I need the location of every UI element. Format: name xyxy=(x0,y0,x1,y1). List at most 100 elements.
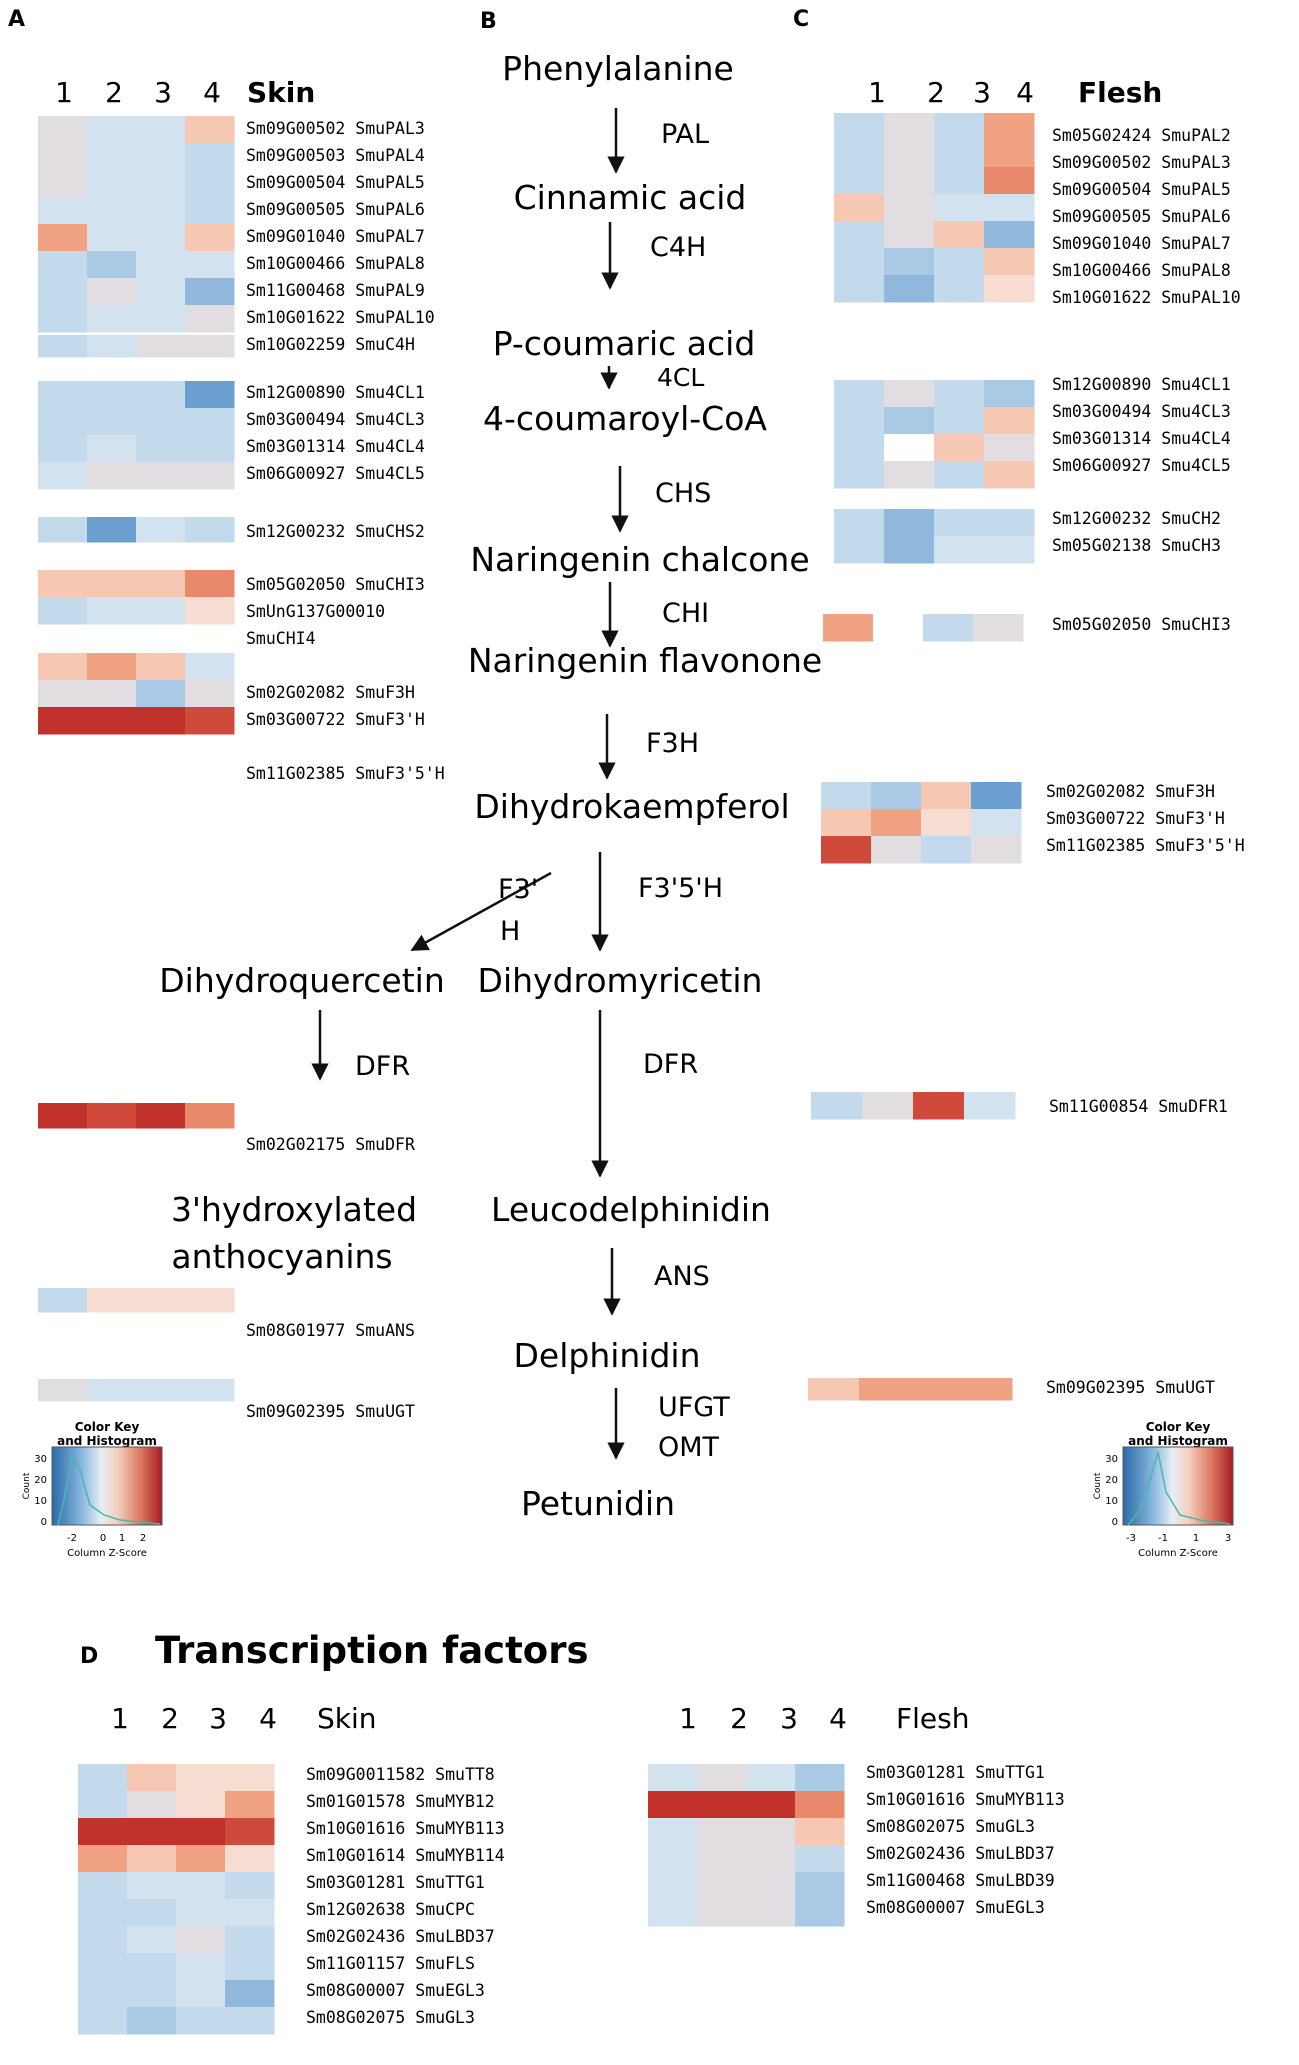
heatmap-cell xyxy=(884,167,935,195)
heatmap-cell xyxy=(38,1103,88,1129)
heatmap-cell xyxy=(185,170,235,198)
heatmap-cell xyxy=(185,435,235,463)
heatmap-cell xyxy=(87,1103,137,1129)
heatmap-cell xyxy=(38,116,88,144)
color-key-frame xyxy=(1122,1446,1234,1526)
heatmap-cell xyxy=(176,1872,226,1900)
heatmap-cell xyxy=(648,1899,698,1927)
heatmap-cell xyxy=(176,1791,226,1819)
heatmap-cell xyxy=(648,1872,698,1900)
heatmap-cell xyxy=(884,194,935,222)
heatmap-cell xyxy=(185,597,235,625)
heatmap-cell xyxy=(87,278,137,306)
heatmap-cell xyxy=(795,1764,845,1792)
heatmap-cell xyxy=(697,1899,747,1927)
heatmap-cell xyxy=(225,1764,275,1792)
compound-label: anthocyanins xyxy=(171,1237,392,1276)
heatmap-cell xyxy=(984,113,1035,141)
heatmap-cell xyxy=(884,248,935,276)
heatmap-cell xyxy=(697,1872,747,1900)
heatmap-cell xyxy=(87,597,137,625)
enzyme-label: C4H xyxy=(650,232,706,263)
panel-a-gene-labels: Sm09G00502 SmuPAL3 Sm09G00503 SmuPAL4 Sm… xyxy=(246,119,445,1421)
gene-label: Sm09G00505 SmuPAL6 xyxy=(246,200,425,219)
heatmap-cell xyxy=(225,1791,275,1819)
column-label: 1 xyxy=(55,76,73,109)
heatmap-cell xyxy=(808,1378,860,1401)
heatmap-cell xyxy=(38,197,88,225)
heatmap-cell xyxy=(136,462,186,490)
color-key-flesh: Color Key and Histogram Count 30 20 10 0… xyxy=(1093,1420,1234,1559)
column-label: 2 xyxy=(730,1702,748,1735)
gene-label: Sm09G00504 SmuPAL5 xyxy=(1052,180,1231,199)
gene-label: Sm10G01616 SmuMYB113 xyxy=(306,1819,505,1838)
heatmap-cell xyxy=(38,680,88,708)
gene-label: Sm03G00722 SmuF3'H xyxy=(246,710,425,729)
heatmap-cell xyxy=(78,1953,128,1981)
heatmap-cell xyxy=(884,461,935,489)
column-label: 2 xyxy=(105,76,123,109)
heatmap-cell xyxy=(961,1378,1013,1401)
color-key-tick: -3 xyxy=(1126,1533,1136,1544)
heatmap-cell xyxy=(834,407,885,435)
color-key-tick: 0 xyxy=(1112,1517,1118,1528)
gene-label: Sm09G02395 SmuUGT xyxy=(246,1402,415,1421)
gene-label: Sm08G01977 SmuANS xyxy=(246,1321,415,1340)
enzyme-label: H xyxy=(500,916,520,947)
compound-label: Dihydromyricetin xyxy=(478,961,763,1000)
gene-label: Sm09G00505 SmuPAL6 xyxy=(1052,207,1231,226)
heatmap-cell xyxy=(984,194,1035,222)
heatmap-cell xyxy=(984,167,1035,195)
gene-label: Sm08G02075 SmuGL3 xyxy=(866,1817,1035,1836)
heatmap-cell xyxy=(78,1899,128,1927)
gene-label: Sm11G00468 SmuPAL9 xyxy=(246,281,425,300)
gene-label: Sm08G00007 SmuEGL3 xyxy=(866,1898,1045,1917)
gene-label: Sm12G00232 SmuCH2 xyxy=(1052,509,1221,528)
color-key-tick: 2 xyxy=(140,1533,146,1544)
heatmap-cell xyxy=(78,1872,128,1900)
heatmap-cell xyxy=(136,435,186,463)
heatmap-cell xyxy=(185,570,235,598)
compound-label: 3'hydroxylated xyxy=(171,1190,417,1229)
color-key-gradient xyxy=(1123,1447,1233,1525)
heatmap-cell xyxy=(78,1764,128,1792)
heatmap-cell xyxy=(127,1872,177,1900)
heatmap-cell xyxy=(921,782,972,810)
heatmap-cell xyxy=(87,653,137,681)
gene-label: Sm08G00007 SmuEGL3 xyxy=(306,1981,485,2000)
heatmap-cell xyxy=(176,1818,226,1846)
heatmap-cell xyxy=(984,140,1035,168)
gene-label: Sm03G01281 SmuTTG1 xyxy=(306,1873,485,1892)
heatmap-cell xyxy=(136,305,186,333)
gene-label: Sm09G00503 SmuPAL4 xyxy=(246,146,425,165)
heatmap-cell xyxy=(834,194,885,222)
gene-label: Sm10G02259 SmuC4H xyxy=(246,335,415,354)
gene-label: Sm10G01614 SmuMYB114 xyxy=(306,1846,505,1865)
heatmap-cell xyxy=(834,167,885,195)
heatmap-cell xyxy=(185,116,235,144)
heatmap-cell xyxy=(834,380,885,408)
heatmap-cell xyxy=(136,224,186,252)
heatmap-cell xyxy=(136,251,186,279)
heatmap-cell xyxy=(834,509,885,537)
heatmap-cell xyxy=(984,275,1035,303)
heatmap-cell xyxy=(921,809,972,837)
color-key-tick: 0 xyxy=(41,1517,47,1528)
color-key-tick: 10 xyxy=(1105,1496,1118,1507)
gene-label: Sm01G01578 SmuMYB12 xyxy=(306,1792,495,1811)
heatmap-cell xyxy=(862,1092,914,1120)
column-label: 4 xyxy=(203,76,221,109)
heatmap-cell xyxy=(921,836,972,864)
gene-label: Sm06G00927 Smu4CL5 xyxy=(1052,456,1231,475)
panel-c-heatmaps xyxy=(808,113,1035,1401)
color-key-tick: 1 xyxy=(1193,1533,1199,1544)
heatmap-cell xyxy=(38,570,88,598)
heatmap-cell xyxy=(38,224,88,252)
compound-label: Naringenin chalcone xyxy=(470,540,809,579)
compound-label: Dihydroquercetin xyxy=(159,961,444,1000)
heatmap-cell xyxy=(38,278,88,306)
heatmap-cell xyxy=(185,1103,235,1129)
heatmap-cell xyxy=(38,435,88,463)
column-label: 3 xyxy=(209,1702,227,1735)
